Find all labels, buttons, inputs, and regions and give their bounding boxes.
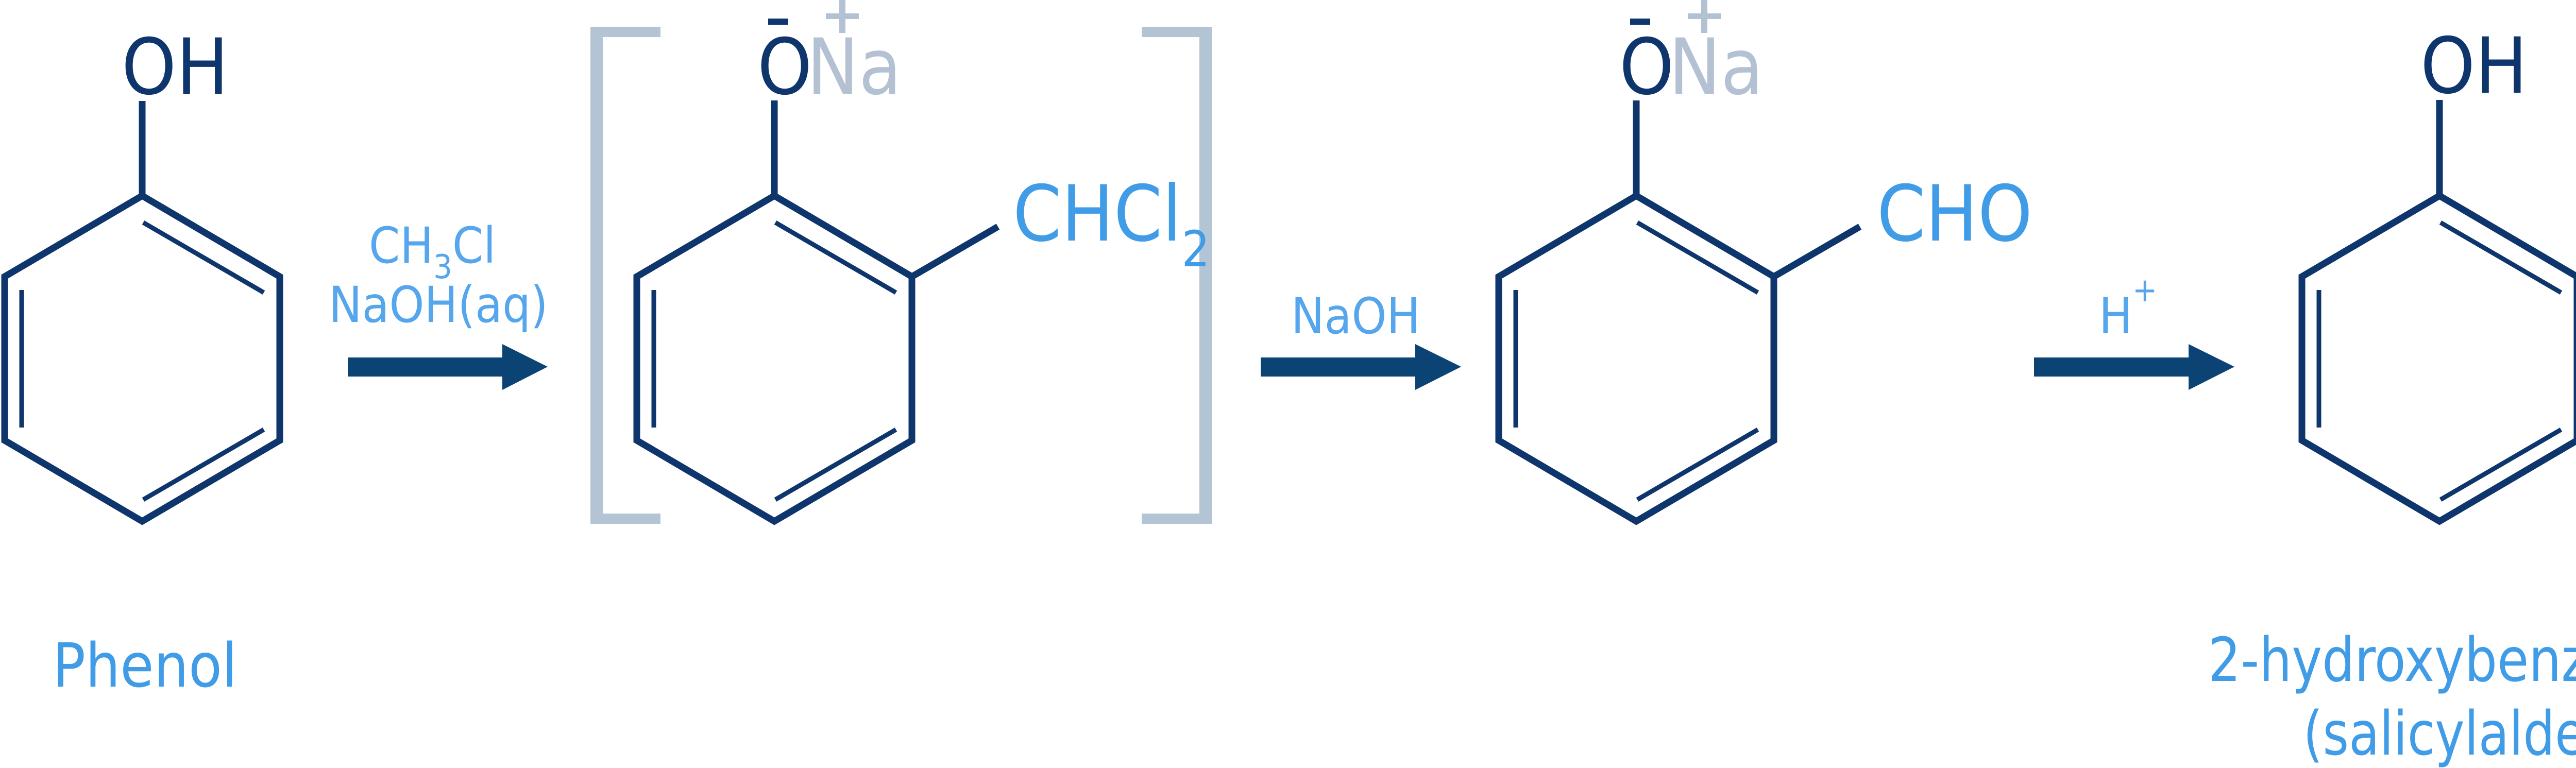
reaction-arrow-1: CH3Cl NaOH(aq) <box>329 217 548 390</box>
reagent-naoh-aq: NaOH(aq) <box>329 276 548 334</box>
aldehyde-label: CHO <box>1877 169 2032 259</box>
positive-charge-icon <box>1688 0 1721 33</box>
bond-c-chcl2 <box>910 224 1000 280</box>
benzene-ring <box>2298 192 2576 525</box>
sodium-counterion-label: Na <box>807 23 902 112</box>
oxide-label: O <box>757 23 812 112</box>
hydroxyl-label: OH <box>2420 22 2528 111</box>
arrow-right-icon <box>348 344 548 390</box>
right-bracket <box>1142 27 1212 524</box>
oxide-label: O <box>1619 23 1674 112</box>
positive-charge-icon <box>826 0 859 33</box>
reaction-arrow-3: H+ <box>2034 271 2234 390</box>
reagent-acid: H+ <box>2099 271 2157 345</box>
negative-charge-icon <box>1630 19 1650 25</box>
molecule-name-common: (salicylaldehyde) <box>2303 698 2576 768</box>
benzene-ring <box>633 192 916 525</box>
left-bracket <box>590 27 660 524</box>
molecule-phenoxide-aldehyde: O Na CHO <box>1495 0 2032 525</box>
reagent-chloroform: CH3Cl <box>369 217 496 286</box>
dichloromethyl-label: CHCl2 <box>1013 169 1210 278</box>
molecule-phenol: OH Phenol <box>1 23 283 701</box>
benzene-ring <box>1495 192 1777 525</box>
sodium-counterion-label: Na <box>1669 23 1764 112</box>
reagent-naoh: NaOH <box>1291 287 1420 345</box>
reaction-arrow-2: NaOH <box>1261 287 1461 390</box>
molecule-salicylaldehyde: OH CHO 2-hydroxybenzaldehyde (salicylald… <box>2208 22 2576 768</box>
bond-c-cho <box>1772 224 1862 280</box>
negative-charge-icon <box>768 19 788 25</box>
molecule-name-iupac: 2-hydroxybenzaldehyde <box>2208 624 2576 695</box>
hydroxyl-label: OH <box>122 23 229 112</box>
arrow-right-icon <box>1261 344 1461 390</box>
molecule-name-phenol: Phenol <box>53 630 237 701</box>
molecule-intermediate: O Na CHCl2 <box>590 0 1212 525</box>
benzene-ring <box>1 192 283 525</box>
arrow-right-icon <box>2034 344 2234 390</box>
